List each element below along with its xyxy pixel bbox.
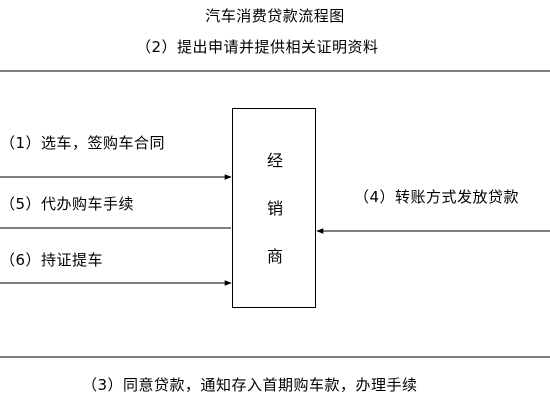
dealer-box: 经 销 商 [232,108,316,308]
step1-label: （1）选车，签购车合同 [0,134,166,152]
step2-label: （2）提出申请并提供相关证明资料 [136,38,379,56]
step5-label: （5）代办购车手续 [0,195,135,213]
diagram-title: 汽车消费贷款流程图 [205,7,345,25]
step3-label: （3）同意贷款，通知存入首期购车款，办理手续 [82,376,418,394]
step6-label: （6）持证提车 [0,251,104,269]
dealer-char-1: 经 [266,151,283,170]
dealer-char-3: 商 [266,247,283,266]
step4-label: （4）转账方式发放贷款 [354,188,520,206]
dealer-char-2: 销 [266,199,283,218]
